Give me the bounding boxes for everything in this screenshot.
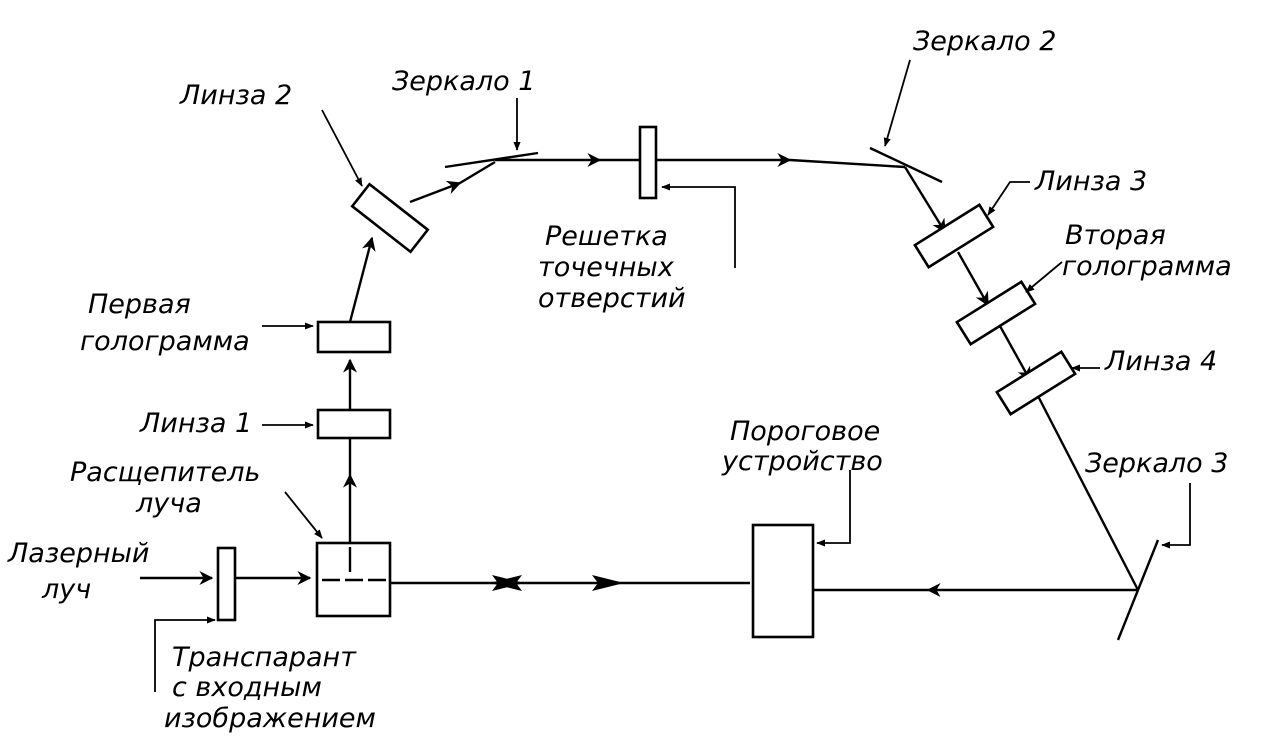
label-first-hologram-1: Первая	[88, 289, 191, 320]
arrow-right-head	[492, 575, 524, 591]
second-hologram-box	[955, 280, 1037, 346]
mirror2	[869, 146, 943, 184]
label-pinhole-2: точечных	[538, 252, 675, 283]
label-pinhole-3: отверстий	[538, 283, 686, 314]
label-transparency-3: изображением	[164, 703, 376, 734]
label-mirror1: Зеркало 1	[392, 66, 535, 97]
label-pinhole-1: Решетка	[545, 221, 668, 252]
transparency-plate	[216, 546, 237, 622]
beam-seg	[459, 160, 496, 185]
label-beam-splitter-1: Расщепитель	[70, 457, 260, 488]
leaders	[154, 59, 1191, 692]
leader-mirror2	[883, 59, 911, 147]
label-lens1: Линза 1	[139, 408, 252, 439]
label-threshold-1: Пороговое	[730, 416, 880, 447]
beam-mirror2-to-lens3	[903, 166, 947, 234]
lens4-box	[995, 350, 1077, 416]
beam-lens4-to-mirror3	[1036, 395, 1140, 591]
labels: Лазерный луч Транспарант с входным изобр…	[7, 26, 1232, 734]
label-second-hologram-2: голограмма	[1062, 251, 1232, 282]
leader-threshold	[816, 470, 851, 547]
leader-pinhole	[661, 183, 736, 268]
leader-transparency	[154, 616, 216, 692]
pinhole-array	[638, 125, 658, 200]
label-laser-beam-2: луч	[41, 574, 91, 605]
label-first-hologram-2: голограмма	[80, 326, 250, 357]
label-beam-splitter-2: луча	[135, 488, 202, 519]
beam-holo1-to-lens2	[348, 236, 376, 323]
label-transparency-2: с входным	[172, 672, 322, 703]
beam-lens3-to-holo2	[956, 251, 990, 307]
label-threshold-2: устройство	[721, 446, 883, 477]
label-mirror2: Зеркало 2	[913, 26, 1056, 57]
beam-splitter-box	[315, 541, 392, 618]
leader-mirror3	[1161, 483, 1191, 549]
label-lens2: Линза 2	[179, 80, 292, 111]
beam-to-mirror2	[789, 158, 906, 169]
mirror1	[444, 151, 539, 169]
leader-second-hologram	[1025, 261, 1063, 293]
label-lens4: Линза 4	[1104, 346, 1217, 377]
first-hologram-box	[316, 320, 392, 354]
lens1-box	[316, 408, 392, 440]
label-second-hologram-1: Вторая	[1065, 220, 1166, 251]
label-transparency-1: Транспарант	[172, 642, 357, 673]
leader-lens3	[987, 181, 1030, 216]
lens2-box	[350, 182, 430, 254]
lens3-box	[913, 203, 995, 269]
beam-path	[140, 153, 1140, 597]
leader-lens2	[321, 109, 363, 187]
components	[216, 125, 1160, 641]
leader-beam-splitter	[284, 491, 323, 539]
label-laser-beam-1: Лазерный	[7, 538, 149, 569]
mirror3	[1116, 539, 1160, 641]
arrow-right-head	[592, 575, 624, 591]
threshold-device-box	[751, 523, 815, 639]
label-mirror3: Зеркало 3	[1085, 448, 1228, 479]
label-lens3: Линза 3	[1034, 166, 1147, 197]
beam-lens2-to-mirror1	[409, 180, 462, 204]
beam-holo2-to-lens4	[998, 325, 1032, 382]
